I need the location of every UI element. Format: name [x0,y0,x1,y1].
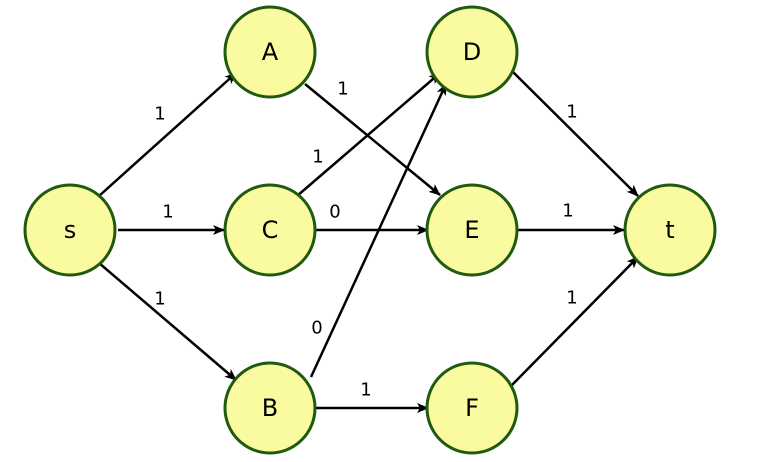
node-B-circle [223,361,317,455]
node-D-circle [425,5,519,99]
node-A: A [223,5,317,99]
node-A-label: A [262,38,279,66]
node-E-circle [425,183,519,277]
node-F-label: F [465,394,479,422]
edge-D-t-label: 1 [566,102,577,123]
edge-s-C: 1 [118,202,225,235]
node-t-circle [623,183,717,277]
node-t: t [623,183,717,277]
edge-s-C-label: 1 [162,202,173,223]
edge-s-A: 1 [98,72,237,197]
edge-B-D: 0 [309,83,448,378]
edge-F-t-line [510,256,639,387]
edge-C-D: 1 [296,72,441,197]
edge-B-F-label: 1 [360,380,371,401]
edge-B-D-label: 0 [311,318,322,339]
node-C: C [223,183,317,277]
edge-F-t-label: 1 [566,288,577,309]
edge-s-B-line [98,262,237,381]
edge-s-A-line [98,72,237,197]
node-C-circle [223,183,317,277]
edge-C-D-label: 1 [312,147,323,168]
node-s-label: s [64,216,77,244]
edge-E-t: 1 [516,201,625,235]
edge-E-t-label: 1 [562,201,573,222]
node-F: F [425,361,519,455]
node-B: B [223,361,317,455]
edges-layer: 1 1 1 1 1 0 0 [98,69,639,413]
node-B-label: B [262,394,278,422]
node-E: E [425,183,519,277]
edge-D-t-line [510,69,639,197]
edge-D-t: 1 [510,69,639,197]
node-F-circle [425,361,519,455]
edge-F-t: 1 [510,256,639,387]
edge-C-E-label: 0 [329,202,340,223]
edge-s-A-label: 1 [154,104,165,125]
edge-C-E: 0 [316,202,429,235]
edge-A-E-line [304,83,441,196]
node-D-label: D [463,38,481,66]
edge-B-F: 1 [316,380,429,413]
nodes-layer: s A C B D E F t [23,5,717,455]
edge-s-B: 1 [98,262,237,381]
node-E-label: E [464,216,479,244]
edge-A-E-label: 1 [337,79,348,100]
node-t-label: t [665,216,674,244]
edge-B-D-line [309,83,448,378]
edge-C-D-line [296,72,441,197]
edge-A-E: 1 [304,79,441,196]
edge-s-B-label: 1 [154,289,165,310]
node-D: D [425,5,519,99]
node-s-circle [23,183,117,277]
node-A-circle [223,5,317,99]
node-s: s [23,183,117,277]
node-C-label: C [262,216,279,244]
